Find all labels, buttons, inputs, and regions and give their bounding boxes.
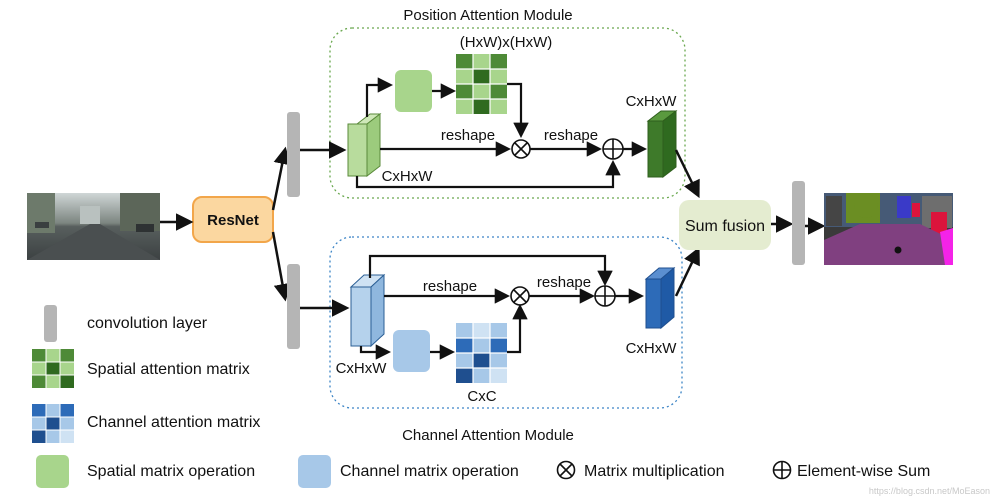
conv-layer-top [287,112,300,197]
arrow-icon [507,82,529,139]
position-output-block [646,109,678,179]
legend-conv-label: convolution layer [87,315,208,332]
channel-module-border [329,236,683,409]
position-module-border [329,27,686,199]
legend-spatial-matrix-label: Spatial attention matrix [87,361,250,378]
position-hw-hw-label: (HxW)x(HxW) [460,34,552,51]
arrow-icon [507,303,528,354]
arrow-icon [368,254,613,287]
legend-elementwise-label: Element-wise Sum [797,463,930,480]
channel-feature-block [349,273,386,348]
arrow-icon [359,344,392,360]
position-feature-block [347,112,382,178]
legend-spatial-matrix-swatch [32,349,74,388]
position-module-title: Position Attention Module [403,7,572,24]
sum-fusion-block [679,200,771,250]
resnet-label: ResNet [207,212,259,229]
arrow-icon [271,231,292,302]
legend-channel-matrix-swatch [32,404,74,443]
arrow-icon [355,159,621,189]
segmentation-output-image [824,193,953,265]
channel-op-block [393,330,430,372]
conv-layer-bottom [287,264,300,349]
channel-cxhxw-left-label: CxHxW [336,360,388,377]
position-reshape-2-label: reshape [544,127,598,144]
position-cxhxw-left-label: CxHxW [382,168,434,185]
channel-reshape-1-label: reshape [423,278,477,295]
sum-fusion-label: Sum fusion [685,218,765,235]
multiply-icon [556,460,576,480]
arrow-icon [271,146,291,211]
channel-cxhxw-right-label: CxHxW [626,340,678,357]
multiply-icon [510,286,530,306]
watermark: https://blog.csdn.net/MoEason [869,486,990,496]
channel-output-block [644,266,676,330]
position-reshape-1-label: reshape [441,127,495,144]
arrow-icon [674,246,700,297]
legend-conv-swatch [44,305,57,342]
legend-channel-op-label: Channel matrix operation [340,463,519,480]
arrow-icon [365,77,394,117]
plus-circle-icon [602,138,624,160]
position-cxhxw-right-label: CxHxW [626,93,678,110]
channel-cxc-label: CxC [467,388,496,405]
conv-layer-output [792,181,805,265]
plus-circle-icon [772,460,792,480]
input-image [27,193,160,260]
arrow-icon [674,149,700,199]
legend-channel-op-swatch [298,455,331,488]
multiply-icon [511,139,531,159]
channel-attention-matrix [456,323,507,383]
legend-spatial-op-swatch [36,455,69,488]
channel-module-title: Channel Attention Module [402,427,574,444]
legend-matmul-label: Matrix multiplication [584,463,724,480]
spatial-op-block [395,70,432,112]
channel-reshape-2-label: reshape [537,274,591,291]
spatial-attention-matrix [456,54,507,114]
legend-spatial-op-label: Spatial matrix operation [87,463,255,480]
plus-circle-icon [594,285,616,307]
legend-channel-matrix-label: Channel attention matrix [87,414,260,431]
